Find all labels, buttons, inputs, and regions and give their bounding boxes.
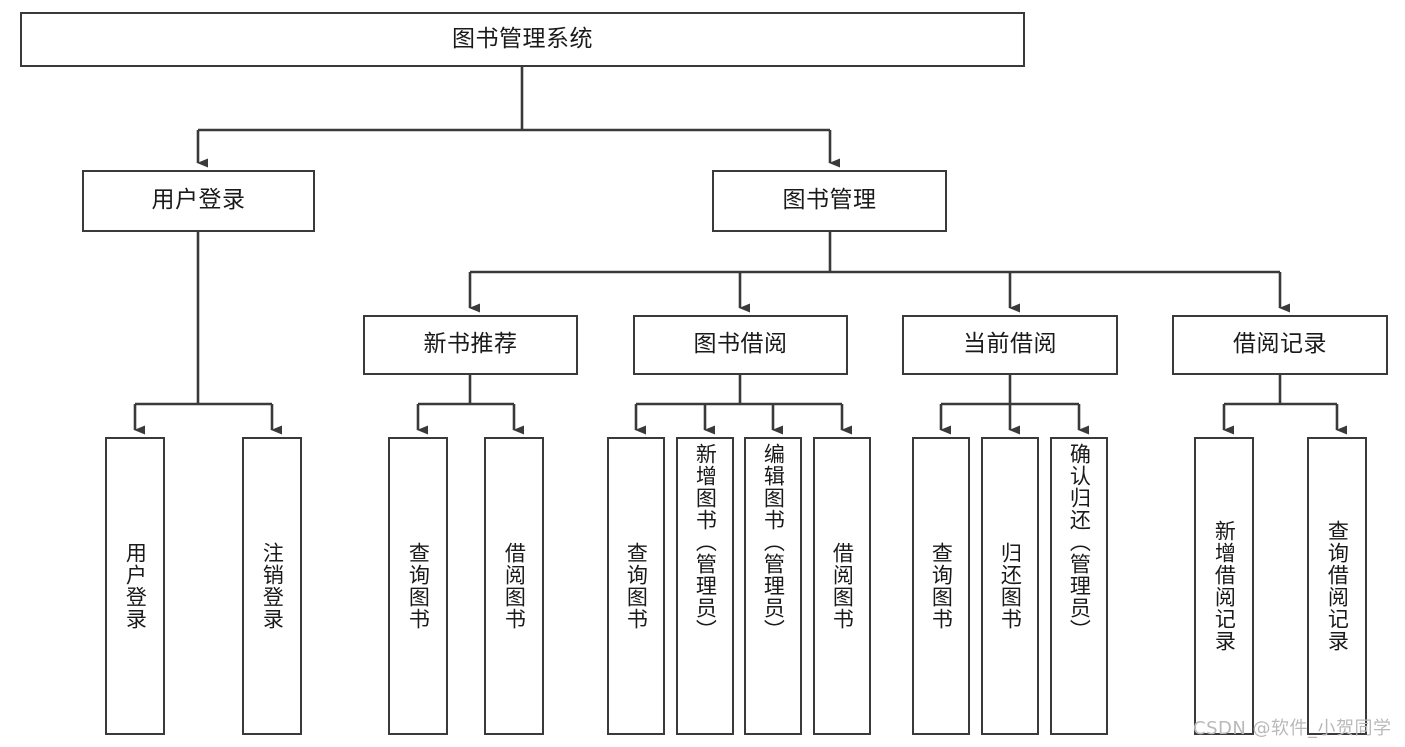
watermark-text: CSDN @软件_小贺同学 [1193,718,1392,739]
node-label: 图书管理 [782,187,877,214]
node-label: 查询借阅记录 [1325,520,1350,652]
node-book-borrow[interactable]: 图书借阅 [633,315,848,375]
node-label: 新增借阅记录 [1212,520,1237,652]
node-label: 编辑图书（管理员） [761,443,786,641]
node-label: 图书管理系统 [452,25,593,52]
node-current-borrow[interactable]: 当前借阅 [902,315,1118,375]
leaf-borrow-record-query-record[interactable]: 查询借阅记录 [1307,437,1367,735]
leaf-new-book-query-book[interactable]: 查询图书 [388,437,448,735]
node-label: 注销登录 [260,542,285,630]
leaf-book-borrow-query-book[interactable]: 查询图书 [607,437,665,735]
leaf-current-borrow-query-book[interactable]: 查询图书 [912,437,970,735]
node-label: 借阅图书 [830,542,855,630]
node-label: 查询图书 [624,542,649,630]
leaf-user-login-logout[interactable]: 注销登录 [242,437,302,735]
node-label: 图书借阅 [693,331,788,358]
node-user-login[interactable]: 用户登录 [82,170,315,232]
node-label: 确认归还（管理员） [1067,443,1092,641]
leaf-user-login-login[interactable]: 用户登录 [105,437,165,735]
node-label: 借阅记录 [1233,331,1327,358]
node-book-management[interactable]: 图书管理 [712,170,947,232]
node-label: 查询图书 [406,542,431,630]
leaf-book-borrow-add-book-admin[interactable]: 新增图书（管理员） [676,437,734,735]
node-label: 用户登录 [123,542,148,630]
node-new-book-recommend[interactable]: 新书推荐 [363,315,578,375]
node-label: 借阅图书 [502,542,527,630]
node-label: 当前借阅 [963,331,1057,358]
node-label: 新书推荐 [423,331,518,358]
leaf-new-book-borrow-book[interactable]: 借阅图书 [484,437,544,735]
leaf-book-borrow-borrow-book[interactable]: 借阅图书 [813,437,871,735]
node-root-book-management-system[interactable]: 图书管理系统 [20,12,1025,67]
leaf-current-borrow-return-book[interactable]: 归还图书 [981,437,1039,735]
node-label: 归还图书 [998,542,1023,630]
leaf-borrow-record-add-record[interactable]: 新增借阅记录 [1194,437,1254,735]
node-label: 新增图书（管理员） [693,443,718,641]
node-label: 用户登录 [151,187,246,214]
leaf-book-borrow-edit-book-admin[interactable]: 编辑图书（管理员） [744,437,802,735]
node-borrow-record[interactable]: 借阅记录 [1172,315,1388,375]
leaf-current-borrow-confirm-return-admin[interactable]: 确认归还（管理员） [1050,437,1108,735]
node-label: 查询图书 [929,542,954,630]
csdn-watermark: CSDN @软件_小贺同学 [1193,714,1392,740]
